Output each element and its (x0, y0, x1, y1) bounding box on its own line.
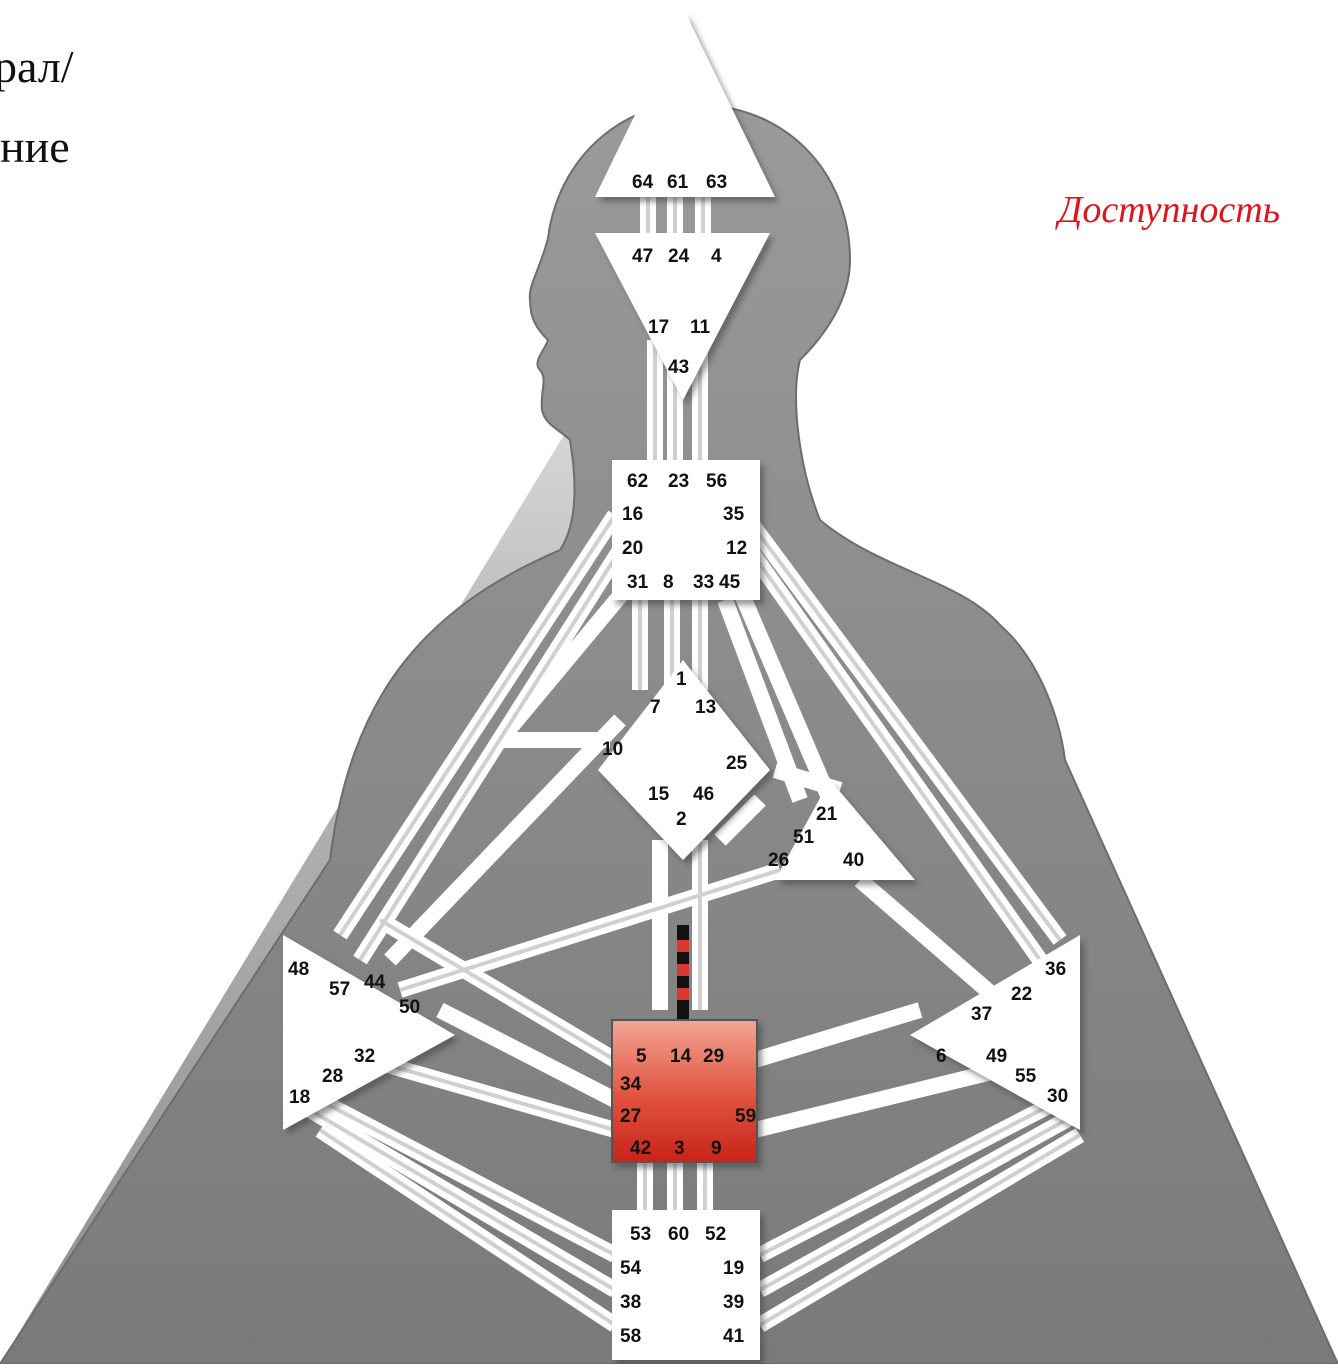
gate-10: 10 (602, 739, 623, 760)
gate-55: 55 (1015, 1066, 1037, 1087)
gate-32: 32 (354, 1046, 375, 1067)
gate-42: 42 (630, 1138, 651, 1159)
gate-34: 34 (620, 1074, 642, 1095)
gate-36: 36 (1045, 959, 1066, 980)
gate-33: 33 (693, 572, 714, 593)
gate-30: 30 (1047, 1086, 1068, 1107)
gate-54: 54 (620, 1258, 642, 1279)
gate-23: 23 (668, 471, 689, 492)
gate-25: 25 (726, 753, 748, 774)
gate-49: 49 (986, 1046, 1007, 1067)
gate-56: 56 (706, 471, 727, 492)
partial-label-bottom: ние (0, 120, 70, 174)
gate-27: 27 (620, 1106, 641, 1127)
gate-14: 14 (670, 1046, 692, 1067)
gate-48: 48 (288, 959, 309, 980)
gate-13: 13 (695, 697, 716, 718)
gate-9: 9 (711, 1138, 722, 1159)
gate-47: 47 (632, 246, 653, 267)
gate-61: 61 (667, 172, 689, 193)
gate-17: 17 (648, 317, 669, 338)
gate-35: 35 (723, 504, 745, 525)
gate-21: 21 (816, 804, 838, 825)
gate-51: 51 (793, 827, 815, 848)
gate-5: 5 (636, 1046, 647, 1067)
gate-31: 31 (627, 572, 649, 593)
gate-38: 38 (620, 1292, 641, 1313)
gate-50: 50 (399, 997, 420, 1018)
gate-24: 24 (668, 246, 690, 267)
gate-2: 2 (676, 809, 687, 830)
gate-7: 7 (650, 697, 661, 718)
gate-64: 64 (632, 172, 654, 193)
gate-20: 20 (622, 538, 643, 559)
head-center (595, 12, 775, 197)
gate-53: 53 (630, 1224, 651, 1245)
gate-60: 60 (668, 1224, 689, 1245)
gate-40: 40 (843, 850, 864, 871)
gate-3: 3 (674, 1138, 685, 1159)
gate-26: 26 (768, 850, 789, 871)
gate-16: 16 (622, 504, 643, 525)
gate-41: 41 (723, 1326, 745, 1347)
gate-59: 59 (735, 1106, 756, 1127)
gate-43: 43 (668, 357, 689, 378)
availability-label: Доступность (1058, 188, 1280, 232)
gate-37: 37 (971, 1004, 992, 1025)
gate-18: 18 (289, 1087, 310, 1108)
gate-6: 6 (936, 1046, 947, 1067)
gate-62: 62 (627, 471, 648, 492)
gate-15: 15 (648, 784, 670, 805)
gate-39: 39 (723, 1292, 744, 1313)
partial-label-top: рал/ (0, 40, 74, 94)
gate-11: 11 (690, 317, 711, 338)
gate-12: 12 (726, 538, 747, 559)
activation-stripe (677, 925, 689, 1020)
gate-29: 29 (703, 1046, 724, 1067)
gate-44: 44 (364, 972, 386, 993)
gate-58: 58 (620, 1326, 641, 1347)
gate-1: 1 (676, 669, 687, 690)
gate-46: 46 (693, 784, 714, 805)
gate-57: 57 (329, 979, 350, 1000)
gate-22: 22 (1011, 984, 1032, 1005)
gate-8: 8 (663, 572, 674, 593)
gate-28: 28 (322, 1066, 343, 1087)
gate-63: 63 (706, 172, 727, 193)
gate-45: 45 (719, 572, 741, 593)
gate-52: 52 (705, 1224, 726, 1245)
gate-4: 4 (711, 246, 722, 267)
gate-19: 19 (723, 1258, 744, 1279)
